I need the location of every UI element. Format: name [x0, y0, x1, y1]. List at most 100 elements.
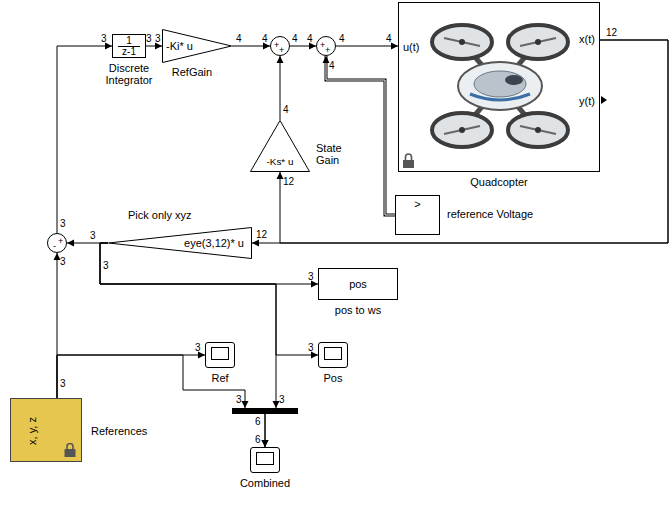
block-text: + — [320, 41, 325, 50]
output-port — [601, 96, 607, 104]
arrow-head — [252, 240, 259, 247]
lock-icon — [65, 449, 76, 457]
signal-dimension: 3 — [308, 342, 314, 353]
block-text: + — [279, 46, 284, 55]
arrow-head — [277, 56, 284, 63]
block-text: - — [53, 242, 56, 251]
block-text: -Ks* u — [250, 156, 310, 168]
quadcopter-illustration — [508, 113, 568, 147]
block-text: u(t) — [403, 41, 420, 53]
block-text: 1 — [113, 35, 145, 46]
signal-line — [277, 56, 284, 120]
signal-dimension: 3 — [308, 271, 314, 282]
source-block: >reference Voltage — [395, 195, 440, 235]
scope-screen — [211, 347, 229, 360]
reference-block: x, y, zReferences — [10, 398, 82, 462]
gain-outline — [109, 228, 252, 259]
quadcopter-illustration — [520, 38, 556, 46]
signal-line — [336, 46, 398, 47]
lock-icon — [67, 444, 73, 450]
gain-outline — [163, 30, 232, 63]
signal-line — [100, 243, 276, 447]
quadcopter-illustration — [535, 127, 541, 133]
lock-icon — [403, 154, 414, 168]
signal-line — [277, 40, 669, 243]
scope-block: Pos — [318, 342, 348, 368]
block-text: Ref — [196, 372, 244, 384]
signal-dimension: 4 — [292, 33, 298, 44]
sum-block: -+ — [47, 233, 67, 253]
block-text: z-1 — [113, 46, 145, 57]
signal-dimension: 3 — [101, 33, 107, 44]
block-name: RefGain — [142, 66, 242, 78]
signal-dimension: 3 — [60, 378, 66, 389]
arrow-head — [262, 440, 269, 447]
bus-connector — [323, 56, 396, 215]
gain-block: -Ki* uRefGain — [162, 29, 232, 63]
quadcopter-illustration — [470, 94, 530, 100]
scope-block: Ref — [205, 342, 235, 368]
block-text: + — [325, 46, 330, 55]
quadcopter-illustration — [444, 126, 480, 134]
bus-line — [326, 56, 395, 215]
signal-line — [100, 243, 318, 355]
signal-line — [57, 46, 112, 233]
integrator-block: 1z-1Discrete Integrator — [112, 34, 146, 58]
quadcopter-illustration — [458, 62, 542, 110]
block-text: Combined — [226, 477, 304, 489]
signal-dimension: 6 — [255, 434, 261, 445]
signal-dimension: 4 — [339, 33, 345, 44]
arrow-head — [54, 253, 61, 260]
plant-block: u(t)x(t)y(t)Quadcopter — [398, 2, 600, 172]
signal-dimension: 4 — [307, 33, 313, 44]
signal-dimension: 3 — [195, 342, 201, 353]
lock-icon — [403, 160, 414, 168]
signal-dimension: 12 — [283, 176, 294, 187]
quadcopter-illustration — [508, 25, 568, 59]
quadcopter-illustration — [535, 39, 541, 45]
gain-block: eye(3,12)* uPick only xyz — [108, 227, 252, 259]
workspace-block: pospos to ws — [318, 268, 398, 300]
signal-dimension: 4 — [329, 60, 335, 71]
signal-line — [57, 355, 269, 447]
block-name: pos to ws — [309, 304, 407, 316]
arrow-head — [67, 240, 74, 247]
output-port — [601, 96, 607, 104]
block-text: x, y, z — [26, 406, 38, 456]
signal-dimension: 12 — [606, 27, 617, 38]
signal-dimension: 3 — [103, 260, 109, 271]
quadcopter-illustration — [444, 38, 480, 46]
block-text: + — [274, 41, 279, 50]
signal-dimension: 3 — [155, 33, 161, 44]
signal-line — [280, 56, 281, 120]
signal-line — [252, 40, 668, 243]
sum-block: ++ — [316, 36, 336, 56]
signal-dimension: 4 — [236, 33, 242, 44]
scope-screen — [256, 452, 274, 465]
signal-dimension: 3 — [90, 230, 96, 241]
signal-dimension: 3 — [279, 394, 285, 405]
quadcopter-illustration — [459, 127, 465, 133]
lock-icon — [406, 154, 412, 160]
signal-line — [252, 40, 668, 247]
arrow-head — [391, 43, 398, 50]
signal-line — [280, 40, 668, 243]
block-text: > — [396, 198, 439, 210]
block-text: Pos — [309, 372, 357, 384]
block-text: x(t) — [579, 33, 595, 45]
block-text: eye(3,12)* u — [184, 237, 244, 249]
signal-dimension: 3 — [236, 394, 242, 405]
quadcopter-illustration — [505, 75, 523, 85]
block-text: -Ki* u — [166, 40, 193, 52]
signal-dimension: 4 — [283, 104, 289, 115]
lock-icon — [64, 443, 76, 457]
quadcopter-illustration — [474, 71, 526, 97]
quadcopter-illustration — [432, 25, 568, 147]
arrow-head — [262, 440, 269, 447]
signal-dimension: 4 — [262, 33, 268, 44]
signal-dimension: 3 — [60, 218, 66, 229]
arrow-head — [323, 56, 330, 63]
signal-dimension: 12 — [256, 229, 267, 240]
